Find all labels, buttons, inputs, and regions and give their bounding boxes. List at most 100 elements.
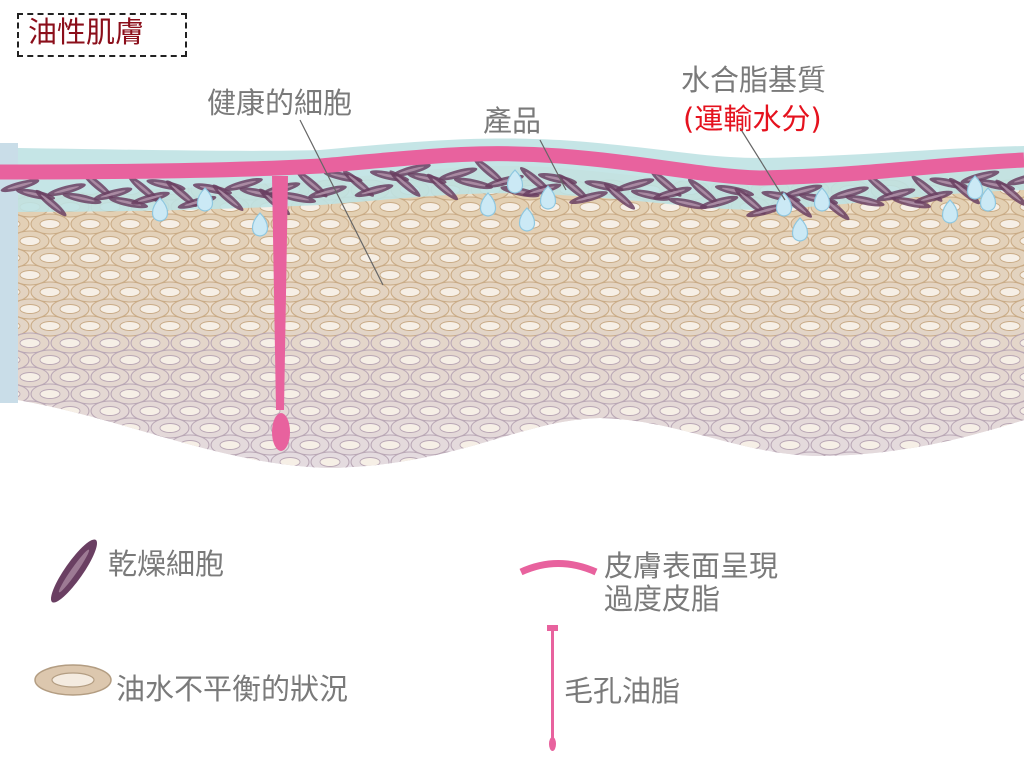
- dry-cell-core: [7, 182, 33, 190]
- cell-nucleus: [59, 304, 81, 314]
- water-droplet: [791, 217, 809, 242]
- cell-nucleus: [679, 321, 701, 331]
- cell-nucleus: [399, 321, 421, 331]
- cell-nucleus: [519, 253, 541, 263]
- cell-nucleus: [660, 475, 680, 484]
- water-droplet: [196, 187, 214, 212]
- cell-nucleus: [339, 338, 361, 348]
- dry-cell-core: [69, 195, 95, 202]
- cell-nucleus: [559, 423, 581, 433]
- cell: [710, 451, 750, 468]
- cell: [170, 434, 210, 456]
- cell: [990, 417, 1024, 439]
- cell-nucleus: [979, 304, 1001, 314]
- surface-sebum-layer: [0, 146, 1024, 186]
- cell-nucleus: [859, 406, 881, 416]
- cell: [1010, 434, 1024, 456]
- cell-nucleus: [299, 406, 321, 416]
- cell-nucleus: [59, 270, 81, 280]
- cell-nucleus: [79, 457, 101, 467]
- cell-nucleus: [79, 355, 101, 365]
- cell: [331, 469, 369, 489]
- cell: [1010, 332, 1024, 354]
- cell-nucleus: [379, 202, 401, 212]
- cell-nucleus: [939, 236, 961, 246]
- cell: [1010, 366, 1024, 388]
- cell-nucleus: [679, 287, 701, 297]
- cell-nucleus: [979, 406, 1001, 416]
- dry-cell-core: [609, 187, 630, 205]
- cell-nucleus: [139, 406, 161, 416]
- cell-nucleus: [339, 270, 361, 280]
- cell-nucleus: [479, 457, 501, 467]
- cell-nucleus: [820, 475, 840, 484]
- dry-cell-core: [445, 170, 471, 178]
- cell-nucleus: [459, 304, 481, 314]
- cell-nucleus: [719, 219, 741, 229]
- cell: [131, 469, 169, 489]
- cell-nucleus: [919, 253, 941, 263]
- cell: [570, 434, 610, 456]
- cell-nucleus: [19, 270, 41, 280]
- dry-cell-core: [622, 181, 648, 189]
- cell-nucleus: [940, 475, 960, 484]
- cell-nucleus: [939, 270, 961, 280]
- cell: [70, 451, 110, 468]
- cell-nucleus: [19, 338, 41, 348]
- cell-nucleus: [99, 338, 121, 348]
- cell-nucleus: [839, 423, 861, 433]
- cell-nucleus: [239, 457, 261, 467]
- cell-nucleus: [139, 304, 161, 314]
- cell-nucleus: [459, 270, 481, 280]
- pointer-healthy-cells: [299, 119, 384, 286]
- cell-nucleus: [839, 457, 861, 467]
- cell-nucleus: [959, 355, 981, 365]
- cell-nucleus: [540, 475, 560, 484]
- cell-nucleus: [319, 321, 341, 331]
- cell-nucleus: [420, 475, 440, 484]
- cell-nucleus: [119, 389, 141, 399]
- cell-nucleus: [579, 304, 601, 314]
- dry-cell-core: [283, 194, 310, 201]
- cell-nucleus: [319, 253, 341, 263]
- cell-nucleus: [119, 355, 141, 365]
- dry-cell-core: [525, 171, 546, 189]
- cell-nucleus: [18, 389, 21, 399]
- cell-nucleus: [39, 423, 61, 433]
- cell-nucleus: [499, 440, 521, 450]
- cell-nucleus: [719, 287, 741, 297]
- cell: [90, 434, 130, 456]
- cell-nucleus: [879, 389, 901, 399]
- cell-nucleus: [679, 457, 701, 467]
- cell-nucleus: [99, 236, 121, 246]
- cell-nucleus: [719, 457, 741, 467]
- cell-nucleus: [39, 253, 61, 263]
- cell-nucleus: [999, 287, 1021, 297]
- cell-nucleus: [819, 440, 841, 450]
- label-healthy-cells: 健康的細胞: [207, 86, 353, 120]
- cell: [531, 469, 569, 489]
- cell-nucleus: [559, 389, 581, 399]
- cell: [910, 451, 950, 468]
- cell-nucleus: [939, 372, 961, 382]
- cell-nucleus: [439, 423, 461, 433]
- cell-nucleus: [39, 355, 61, 365]
- pointer-product: [539, 139, 567, 191]
- cell-nucleus: [639, 321, 661, 331]
- cell-nucleus: [479, 423, 501, 433]
- cell-nucleus: [700, 475, 720, 484]
- cell: [51, 469, 89, 489]
- dry-cell-core: [302, 175, 322, 193]
- cell-nucleus: [539, 440, 561, 450]
- cell: [1011, 469, 1024, 489]
- cell-nucleus: [779, 304, 801, 314]
- cell-nucleus: [119, 287, 141, 297]
- cell-nucleus: [779, 338, 801, 348]
- cell: [18, 400, 50, 422]
- cell-nucleus: [579, 372, 601, 382]
- cell-nucleus: [599, 457, 621, 467]
- water-droplet: [966, 175, 984, 200]
- cell-nucleus: [799, 287, 821, 297]
- cell-nucleus: [219, 440, 241, 450]
- cell: [630, 451, 670, 468]
